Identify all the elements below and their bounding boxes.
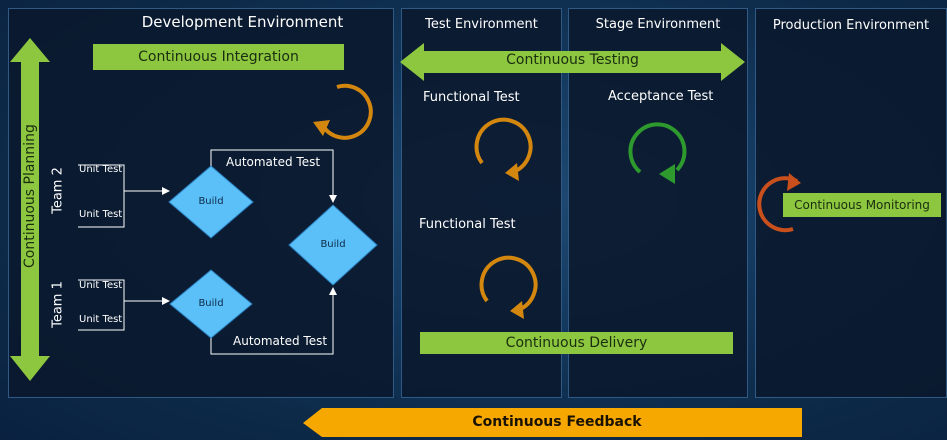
cycle-icon-dev <box>313 83 373 140</box>
build-label-final: Build <box>320 239 346 250</box>
unit-test-label: Unit Test <box>79 280 123 291</box>
stage-environment-title: Stage Environment <box>595 17 721 32</box>
functional-test-label-top: Functional Test <box>423 90 520 105</box>
continuous-integration-bar: Continuous Integration <box>93 44 344 70</box>
unit-test-label: Unit Test <box>79 164 123 175</box>
continuous-testing-arrow <box>400 43 745 81</box>
team1-label: Team 1 <box>50 281 66 328</box>
production-environment-title: Production Environment <box>772 18 930 33</box>
cycle-icon-test-1 <box>474 117 533 181</box>
continuous-testing-label: Continuous Testing <box>506 52 639 68</box>
continuous-feedback-arrow <box>303 408 802 437</box>
cycle-icon-test-2 <box>479 255 538 319</box>
team2-bracket <box>78 164 125 228</box>
development-environment-title: Development Environment <box>141 13 344 31</box>
team1-bracket <box>78 279 125 331</box>
automated-test-label-top: Automated Test <box>226 155 321 169</box>
continuous-delivery-bar: Continuous Delivery <box>420 332 733 354</box>
continuous-planning-arrow <box>10 38 50 381</box>
unit-test-label: Unit Test <box>79 209 123 220</box>
unit-test-label: Unit Test <box>79 314 123 325</box>
team2-label: Team 2 <box>50 167 66 214</box>
automated-test-label-bottom: Automated Test <box>233 334 328 348</box>
functional-test-label-bottom: Functional Test <box>419 217 516 232</box>
acceptance-test-label: Acceptance Test <box>608 89 714 104</box>
continuous-feedback-label: Continuous Feedback <box>472 414 642 430</box>
build-label-team1: Build <box>198 298 224 309</box>
build-diamond-final <box>288 204 378 286</box>
test-environment-title: Test Environment <box>425 17 538 32</box>
cycle-icon-stage <box>628 122 687 184</box>
build-label-team2: Build <box>198 196 224 207</box>
cycle-icon-production <box>757 173 801 233</box>
continuous-monitoring-bar: Continuous Monitoring <box>783 193 941 217</box>
continuous-planning-label: Continuous Planning <box>22 124 38 268</box>
build-diamond-team2 <box>168 165 254 239</box>
